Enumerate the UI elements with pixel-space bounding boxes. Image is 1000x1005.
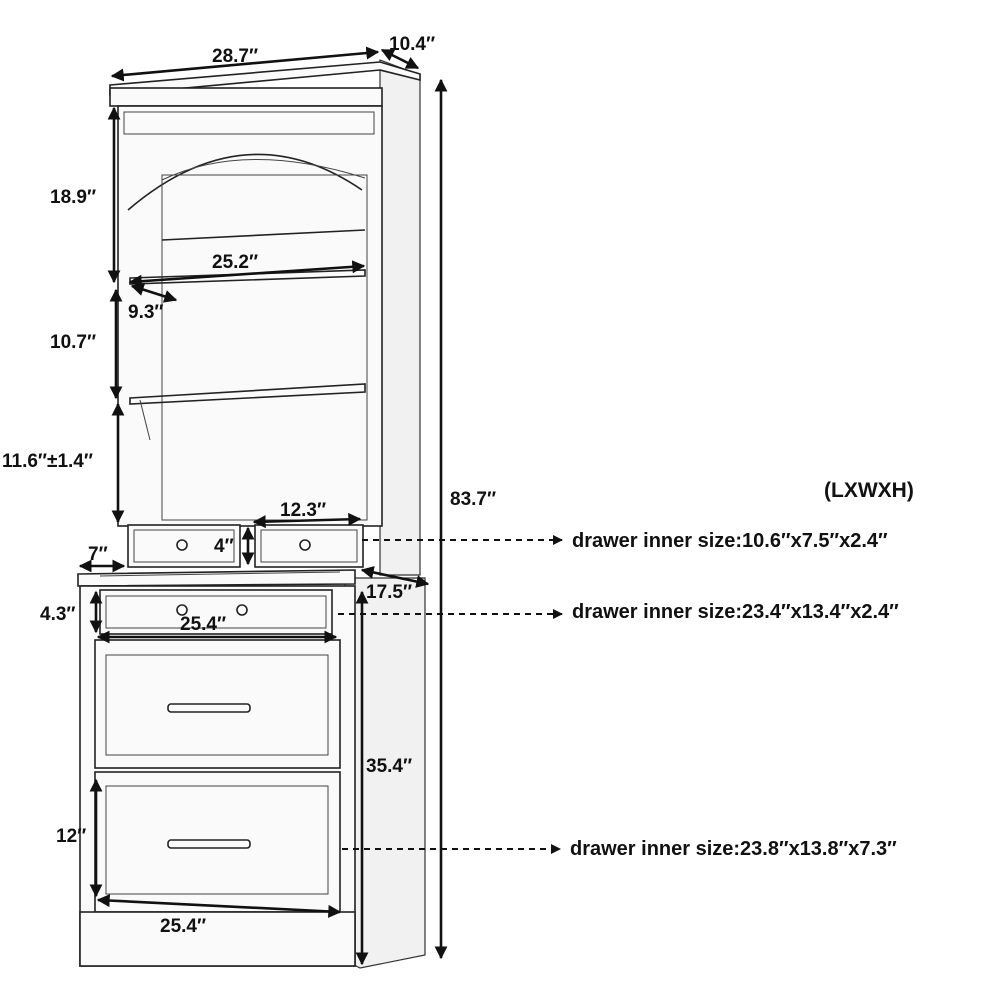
middle-shelf-height-label: 10.7″ xyxy=(50,332,96,353)
base-depth-label: 17.5″ xyxy=(366,582,412,603)
bottom-width-label: 25.4″ xyxy=(160,916,206,937)
base-height-label: 35.4″ xyxy=(366,756,412,777)
overall-depth-label: 10.4″ xyxy=(389,34,435,55)
drawer-note-1: drawer inner size:10.6″x7.5″x2.4″ xyxy=(572,530,888,552)
drawer-note-2: drawer inner size:23.4″x13.4″x2.4″ xyxy=(572,601,899,623)
adjustable-shelf-height-label: 11.6″±1.4″ xyxy=(2,451,93,472)
wide-drawer-width-label: 25.4″ xyxy=(180,614,226,635)
shelf-depth-label: 9.3″ xyxy=(128,302,164,323)
size-format-label: (LXWXH) xyxy=(824,479,914,502)
side-gap-label: 7″ xyxy=(88,544,108,565)
small-drawer-height-label: 4″ xyxy=(214,536,234,557)
cabinet-drawing xyxy=(77,59,426,969)
top-section-height-label: 18.9″ xyxy=(50,187,96,208)
wide-drawer-height-label: 4.3″ xyxy=(40,604,76,625)
small-drawer-width-label: 12.3″ xyxy=(280,500,326,521)
overall-height-label: 83.7″ xyxy=(450,489,496,510)
dimension-lines xyxy=(78,46,563,966)
overall-width-label: 28.7″ xyxy=(212,46,258,67)
drawer-note-3: drawer inner size:23.8″x13.8″x7.3″ xyxy=(570,838,897,860)
bottom-drawer-height-label: 12″ xyxy=(56,826,86,847)
shelf-width-label: 25.2″ xyxy=(212,252,258,273)
